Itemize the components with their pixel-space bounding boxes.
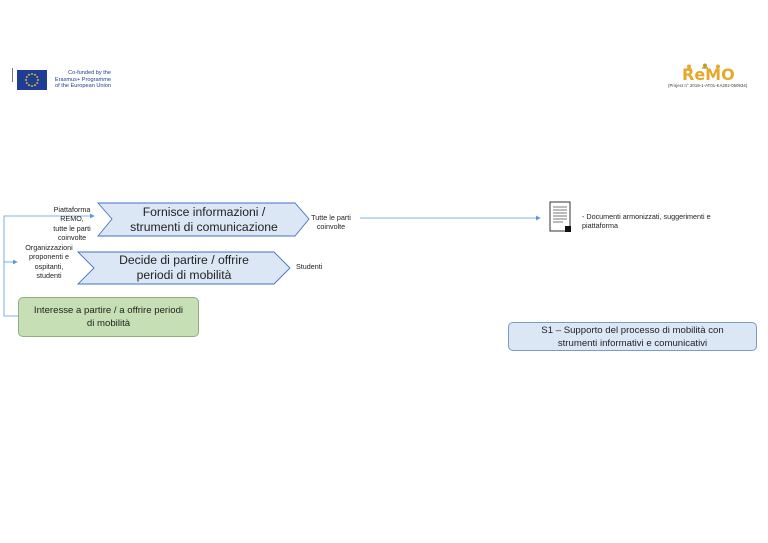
left-label-line: tutte le parti <box>53 223 91 233</box>
eu-text-line: Co-funded by the <box>68 70 111 76</box>
document-icon <box>549 201 571 232</box>
interest-box-line: di mobilità <box>86 318 131 329</box>
scenario-box-line: S1 – Supporto del processo di mobilità c… <box>541 324 724 336</box>
chevron-1-label: Fornisce informazioni / strumenti di com… <box>112 203 296 236</box>
chevron-1-line: Fornisce informazioni / <box>142 204 266 219</box>
right-label-students: Studenti <box>296 262 323 271</box>
chevron-provide-info <box>97 202 310 237</box>
scenario-box: S1 – Supporto del processo di mobilità c… <box>508 322 757 351</box>
eu-cofunding-text: Co-funded by the Erasmus+ Programme of t… <box>51 70 111 90</box>
eu-text-line: of the European Union <box>55 83 111 90</box>
left-label-line: ospitanti, <box>34 261 64 271</box>
right-label-all-parties: Tutte le parti coinvolte <box>306 213 356 232</box>
left-label-line: coinvolte <box>57 233 87 243</box>
document-description: - Documenti armonizzati, suggerimenti e … <box>582 212 732 231</box>
document-text-line: piattaforma <box>582 221 618 231</box>
chevron-1-line: strumenti di comunicazione <box>130 219 278 234</box>
eu-flag-icon <box>17 70 47 90</box>
remo-logo-text: ReMO <box>682 65 735 84</box>
connector-to-chevron-1 <box>3 213 95 317</box>
interest-box: Interesse a partire / a offrire periodi … <box>18 297 199 337</box>
scenario-box-line: strumenti informativi e comunicativi <box>557 337 708 349</box>
remo-logo-icon: ReMO <box>682 63 735 84</box>
chevron-2-line: periodi di mobilità <box>136 268 232 282</box>
chevron-decide-mobility <box>76 251 291 285</box>
left-label-organizations: Organizzazioni proponenti e ospitanti, s… <box>20 243 78 281</box>
eu-text-line: Erasmus+ Programme <box>54 76 111 83</box>
interest-box-line: Interesse a partire / a offrire periodi <box>33 305 184 316</box>
document-text-line: - Documenti armonizzati, suggerimenti e <box>582 212 711 221</box>
left-label-line: REMO, <box>60 214 84 224</box>
left-label-line: Piattaforma <box>53 205 91 214</box>
header-divider <box>12 68 13 82</box>
left-label-platform: Piattaforma REMO, tutte le parti coinvol… <box>44 205 100 243</box>
project-code: (Project n° 2019-1-AT01-KA202-050934) <box>668 83 748 88</box>
chevron-2-line: Decide di partire / offrire <box>119 253 249 267</box>
left-label-line: Organizzazioni <box>25 243 73 252</box>
right-label-line: coinvolte <box>316 222 346 232</box>
left-label-line: studenti <box>36 271 62 281</box>
right-label-line: Tutte le parti <box>311 213 351 222</box>
left-label-line: proponenti e <box>29 252 69 262</box>
chevron-2-label: Decide di partire / offrire periodi di m… <box>94 252 274 284</box>
